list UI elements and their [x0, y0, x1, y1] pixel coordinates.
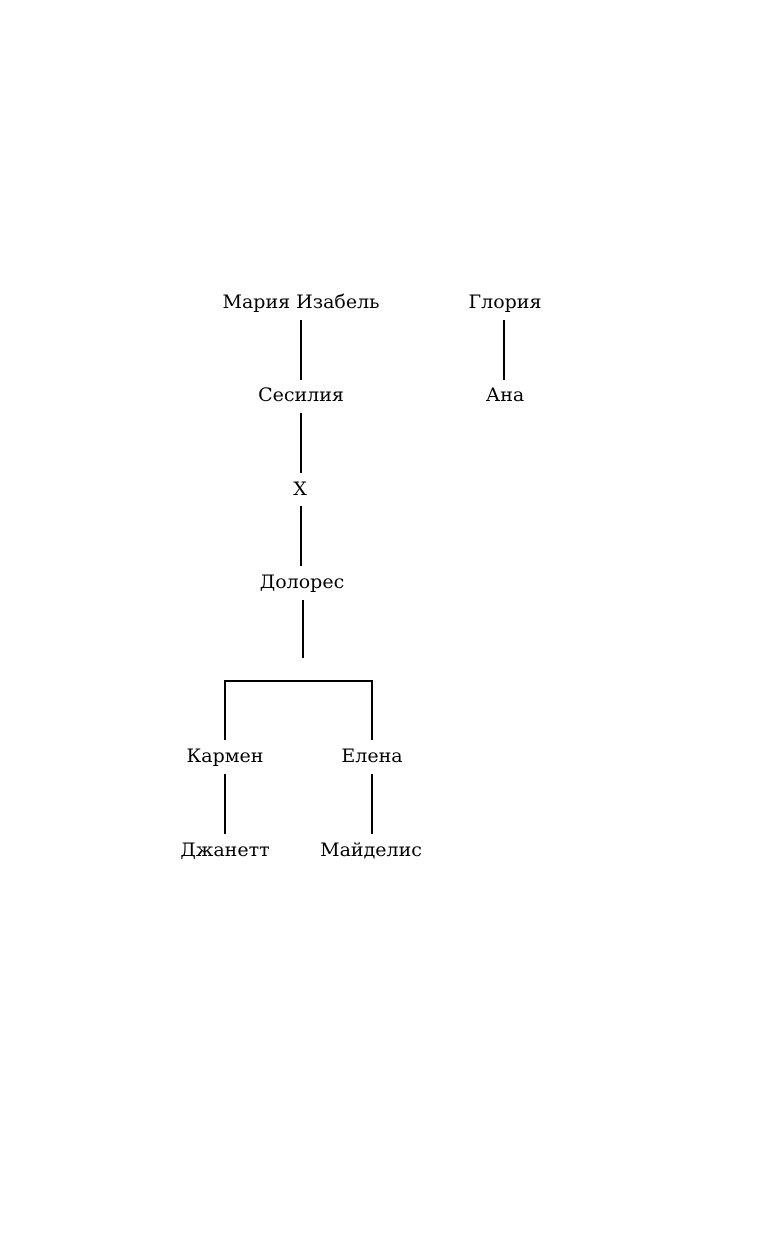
node-elena: Елена	[341, 745, 403, 767]
node-sesiliya: Сесилия	[258, 384, 344, 406]
node-x: Х	[293, 478, 307, 500]
node-gloria: Глория	[468, 291, 542, 313]
connector-maria-sesiliya	[300, 320, 302, 380]
connector-branch-elena	[371, 680, 373, 740]
node-maria-izabel: Мария Изабель	[222, 291, 380, 313]
node-dolores: Долорес	[259, 571, 345, 593]
connector-sesiliya-x	[300, 413, 302, 473]
connector-gloria-ana	[503, 320, 505, 380]
node-ana: Ана	[485, 384, 525, 406]
connector-elena-maydelis	[371, 774, 373, 834]
connector-branch-bar	[224, 680, 373, 682]
connector-dolores-stem	[302, 600, 304, 658]
node-dzhanett: Джанетт	[180, 839, 270, 861]
node-maydelis: Майделис	[320, 839, 422, 861]
connector-karmen-dzhanett	[224, 774, 226, 834]
connector-x-dolores	[300, 506, 302, 566]
node-karmen: Кармен	[186, 745, 264, 767]
connector-branch-karmen	[224, 680, 226, 740]
